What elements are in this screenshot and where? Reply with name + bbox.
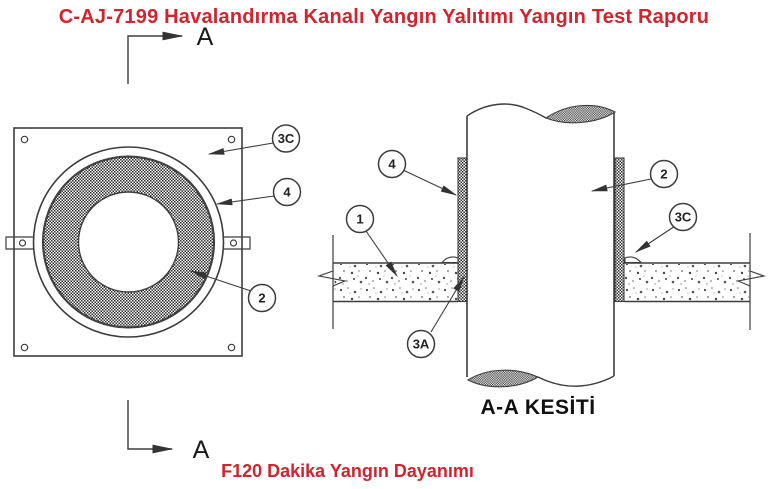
section-view: 4 2 3C 1 3A — [316, 103, 767, 388]
svg-text:2: 2 — [660, 167, 667, 182]
front-view: 3C 4 2 A A — [5, 23, 302, 464]
svg-text:3A: 3A — [413, 337, 430, 352]
svg-text:4: 4 — [388, 157, 396, 172]
balloon-insulation: 2 — [189, 270, 277, 313]
duct-opening — [77, 191, 180, 293]
plate-holes — [18, 135, 238, 352]
break-symbol-left — [316, 265, 347, 299]
svg-text:1: 1 — [356, 212, 363, 227]
section-letter-bottom: A — [193, 436, 210, 464]
fixing-tab-right — [222, 236, 251, 250]
section-cut-marker-bottom — [127, 400, 174, 454]
collar-inner-ring — [41, 155, 216, 329]
balloon-duct: 2 — [590, 159, 679, 192]
svg-text:4: 4 — [283, 185, 291, 200]
break-symbol-right — [736, 265, 767, 299]
balloon-plate: 3C — [207, 124, 301, 155]
duct-break-bottom — [466, 369, 615, 388]
floor-slab — [316, 262, 767, 303]
section-letter-top: A — [197, 23, 214, 51]
section-cut-marker-top — [127, 31, 184, 84]
balloon-annular-fill: 3A — [406, 275, 465, 359]
balloon-collar: 4 — [215, 177, 302, 207]
fire-rating-title: F120 Dakika Yangın Dayanımı — [221, 461, 474, 481]
duct-break-top — [466, 103, 617, 124]
balloon-floor-slab: 1 — [345, 204, 398, 277]
svg-text:3C: 3C — [278, 131, 295, 146]
sealant-fillet-left — [440, 256, 459, 264]
report-title: C-AJ-7199 Havalandırma Kanalı Yangın Yal… — [58, 6, 710, 28]
section-caption: A-A KESİTİ — [480, 396, 596, 419]
balloon-sealant-top: 3C — [635, 202, 698, 253]
insulation-wrap-right — [614, 157, 625, 303]
sealant-fillet-right — [624, 256, 643, 264]
svg-text:2: 2 — [258, 291, 265, 306]
fixing-tab-left — [5, 236, 35, 250]
balloon-collar-section: 4 — [377, 149, 458, 196]
svg-text:3C: 3C — [675, 210, 692, 225]
